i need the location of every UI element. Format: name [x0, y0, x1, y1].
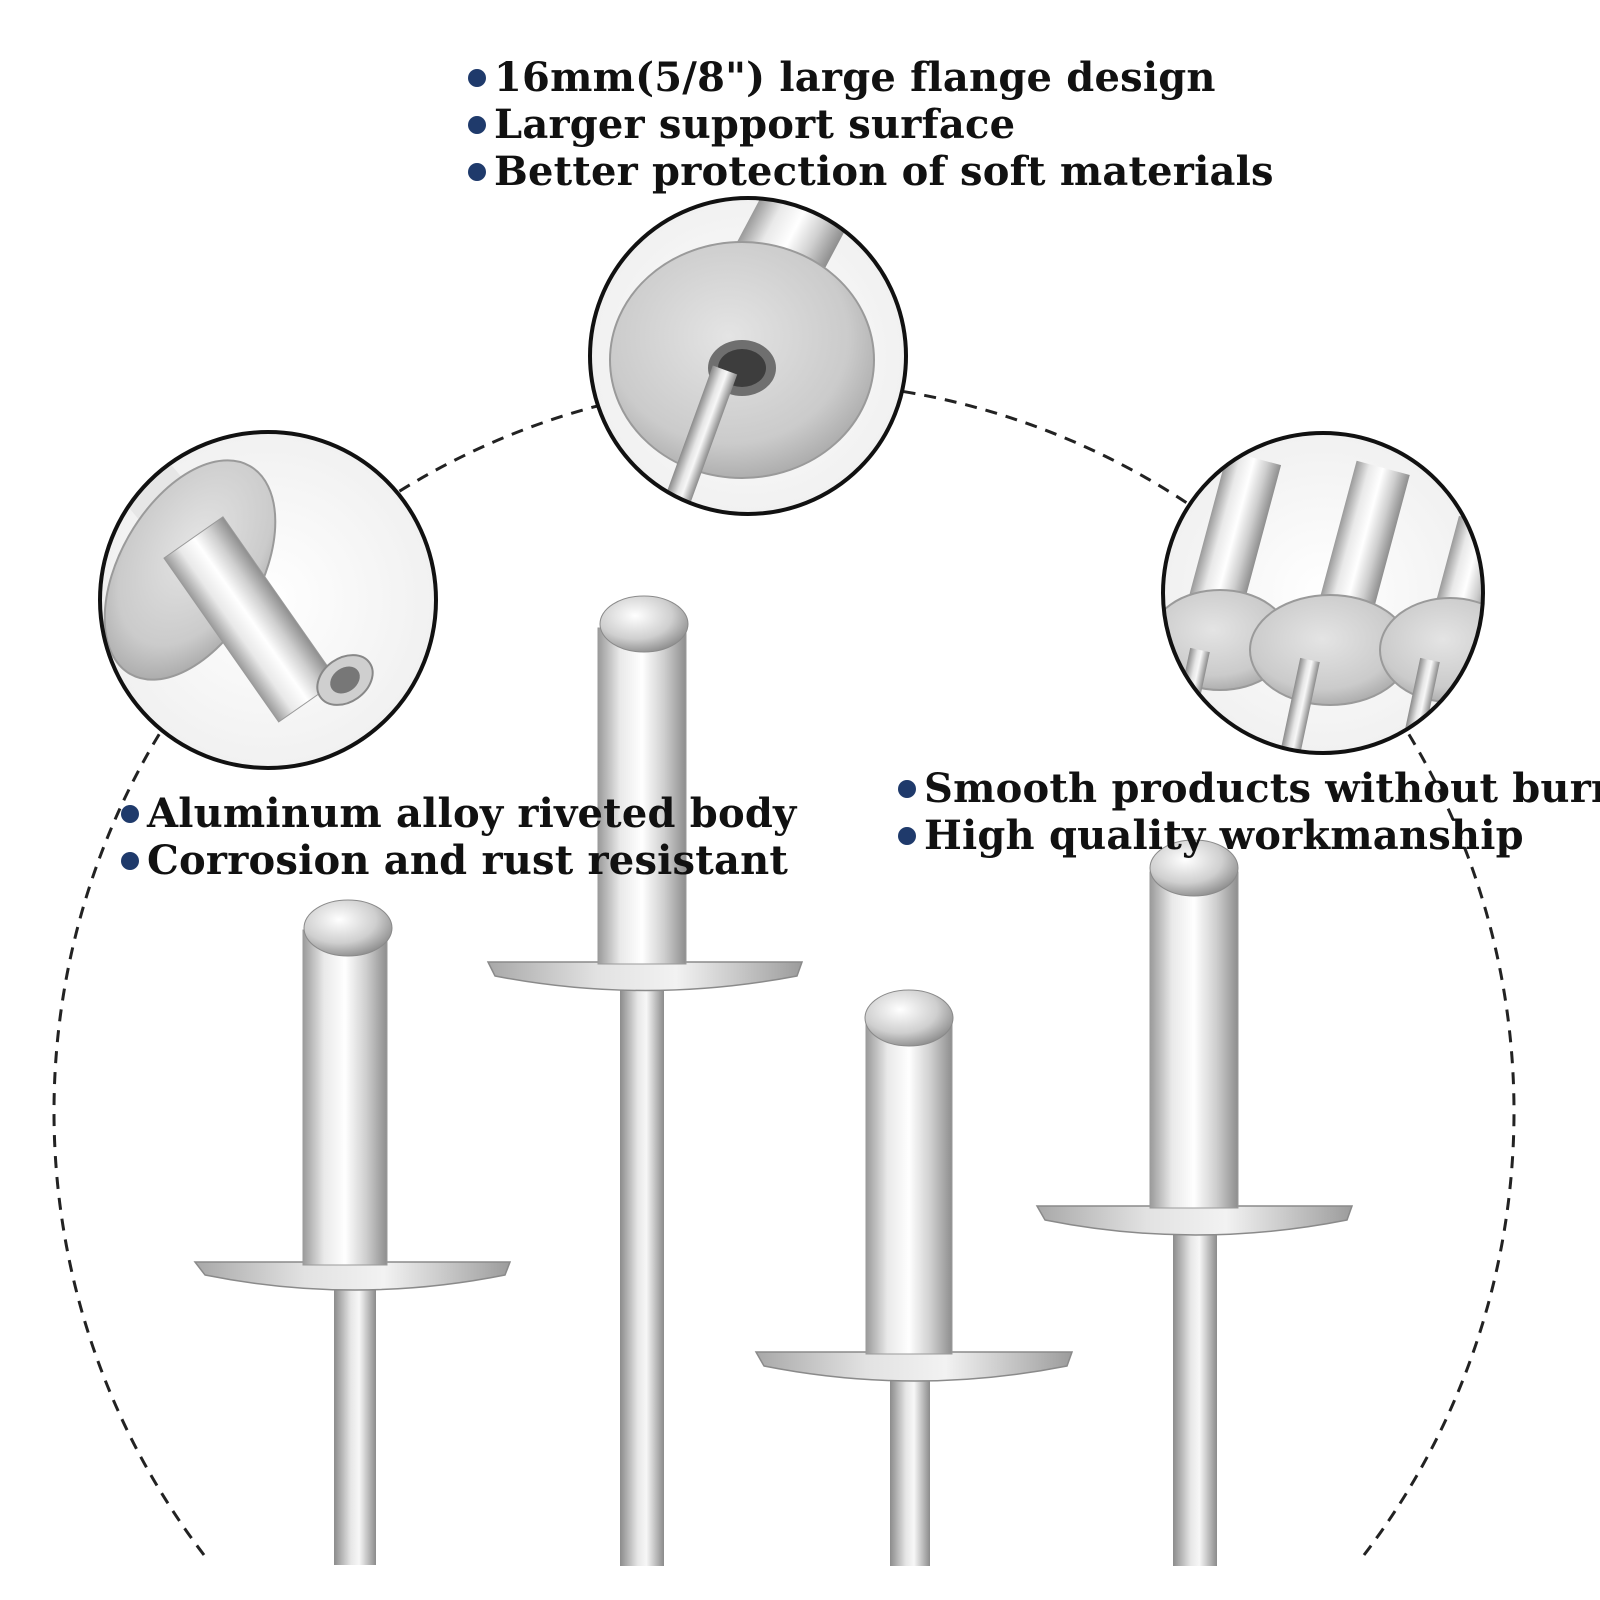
feature-item: Better protection of soft materials — [468, 148, 1274, 195]
feature-text: Larger support surface — [494, 101, 1016, 148]
detail-bubble-smooth-finish — [1161, 431, 1485, 755]
detail-bubble-flange — [588, 196, 908, 516]
bullet-icon — [121, 804, 139, 823]
feature-text: Smooth products without burr — [924, 765, 1600, 812]
rivet-1 — [193, 899, 512, 1565]
feature-item: High quality workmanship — [898, 812, 1600, 859]
feature-item: Aluminum alloy riveted body — [121, 790, 796, 837]
feature-item: 16mm(5/8") large flange design — [468, 54, 1274, 101]
bullet-icon — [898, 826, 916, 845]
feature-item: Smooth products without burr — [898, 765, 1600, 812]
bullet-icon — [121, 851, 139, 870]
rivet-4 — [1035, 839, 1354, 1566]
feature-text: 16mm(5/8") large flange design — [494, 54, 1216, 101]
bullet-icon — [898, 779, 916, 798]
feature-text: Aluminum alloy riveted body — [147, 790, 797, 837]
feature-list-top: 16mm(5/8") large flange design Larger su… — [468, 54, 1274, 195]
feature-text: Better protection of soft materials — [494, 148, 1274, 195]
bullet-icon — [468, 162, 486, 181]
feature-list-left: Aluminum alloy riveted body Corrosion an… — [121, 790, 796, 884]
feature-text: Corrosion and rust resistant — [147, 837, 789, 884]
bullet-icon — [468, 115, 486, 134]
feature-item: Larger support surface — [468, 101, 1274, 148]
feature-list-right: Smooth products without burr High qualit… — [898, 765, 1600, 859]
feature-item: Corrosion and rust resistant — [121, 837, 796, 884]
rivet-2 — [486, 595, 804, 1566]
rivet-3 — [754, 989, 1074, 1566]
feature-text: High quality workmanship — [924, 812, 1524, 859]
bullet-icon — [468, 68, 486, 87]
detail-bubble-body — [98, 430, 438, 770]
